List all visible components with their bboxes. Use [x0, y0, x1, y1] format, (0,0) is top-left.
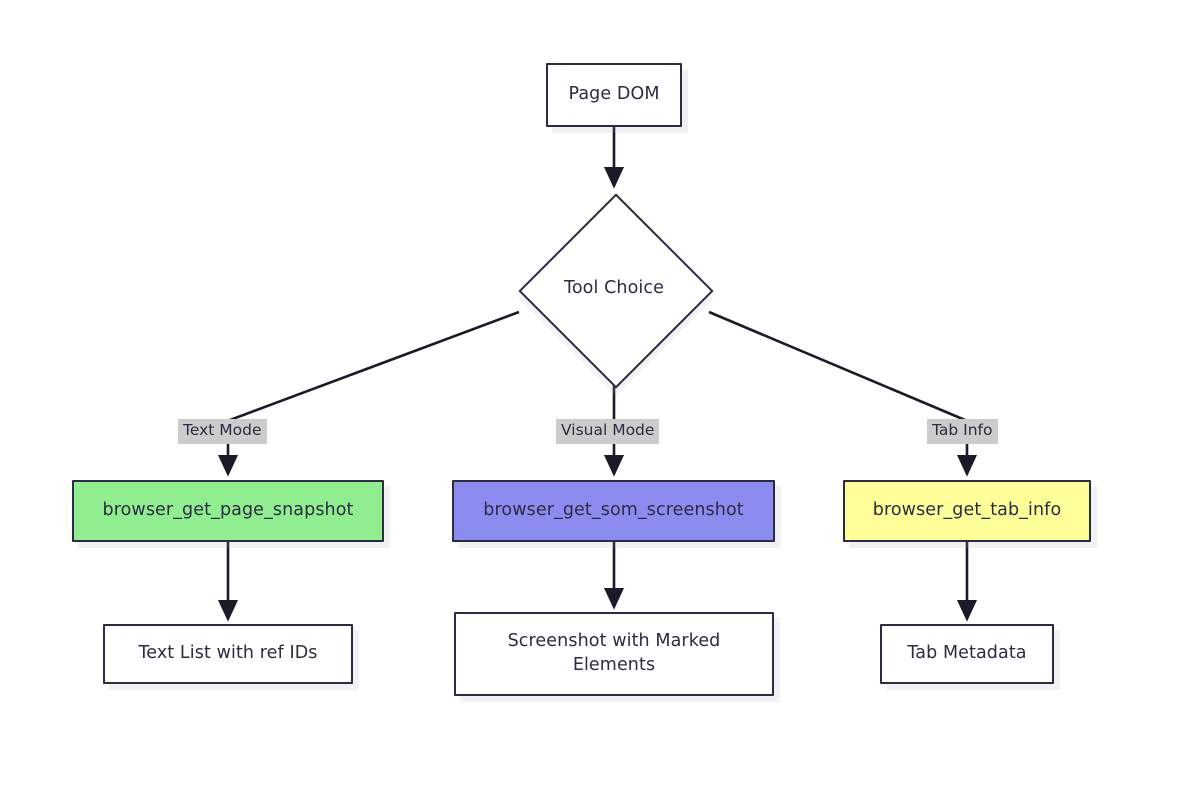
node-browser-get-tab-info-label: browser_get_tab_info	[872, 500, 1062, 521]
edge-label-text-mode: Text Mode	[178, 419, 267, 444]
node-browser-get-page-snapshot[interactable]: browser_get_page_snapshot	[72, 480, 384, 542]
node-screenshot-with-marked-elements-label: Screenshot with Marked Elements	[507, 631, 721, 675]
node-tool-choice-label: Tool Choice	[564, 278, 664, 299]
node-text-list-with-ref-ids-label: Text List with ref IDs	[138, 643, 318, 664]
node-page-dom[interactable]: Page DOM	[546, 63, 682, 127]
node-browser-get-page-snapshot-label: browser_get_page_snapshot	[102, 500, 354, 521]
node-browser-get-som-screenshot[interactable]: browser_get_som_screenshot	[452, 480, 775, 542]
node-screenshot-with-marked-elements[interactable]: Screenshot with Marked Elements	[454, 612, 774, 696]
node-text-list-with-ref-ids[interactable]: Text List with ref IDs	[103, 624, 353, 684]
node-page-dom-label: Page DOM	[568, 84, 660, 105]
node-browser-get-som-screenshot-label: browser_get_som_screenshot	[483, 500, 744, 521]
node-tab-metadata-label: Tab Metadata	[907, 643, 1027, 664]
edge-tool-choice-to-tab-info-diagonal	[708, 310, 966, 422]
edge-tool-choice-to-page-snapshot-diagonal	[229, 310, 520, 422]
node-browser-get-tab-info[interactable]: browser_get_tab_info	[843, 480, 1091, 542]
edge-label-visual-mode: Visual Mode	[556, 419, 660, 444]
edge-label-tab-info: Tab Info	[927, 419, 998, 444]
node-tool-choice[interactable]: Tool Choice	[518, 193, 714, 389]
node-tab-metadata[interactable]: Tab Metadata	[880, 624, 1054, 684]
